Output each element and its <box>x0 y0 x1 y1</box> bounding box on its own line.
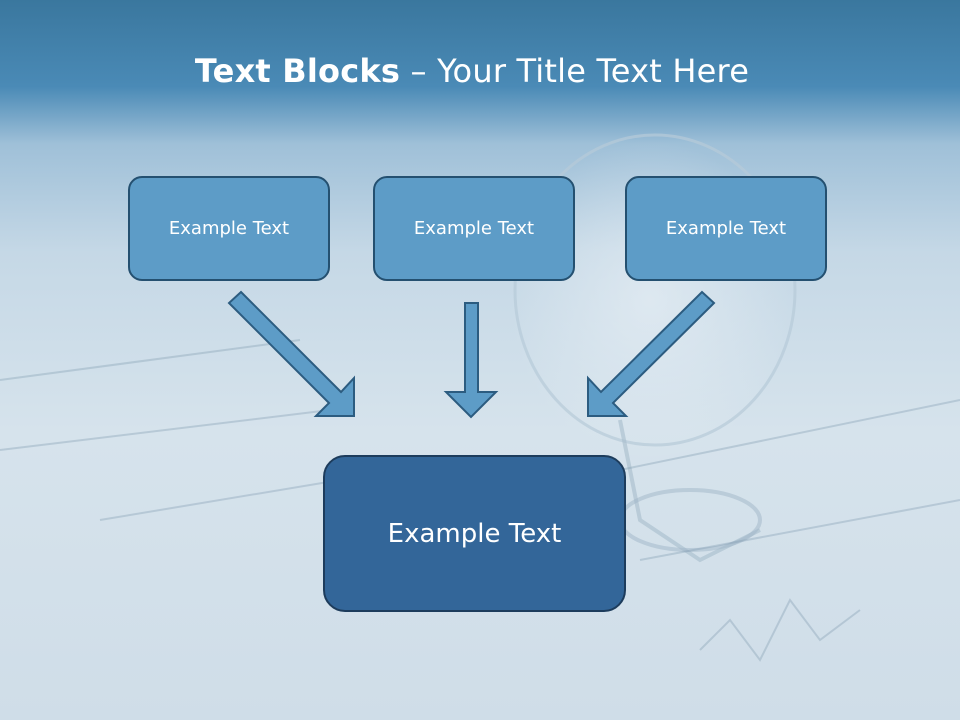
text-block-main-label: Example Text <box>387 518 562 549</box>
text-block-left[interactable]: Example Text <box>128 176 330 281</box>
page-title: Text Blocks – Your Title Text Here <box>0 52 944 90</box>
text-block-right[interactable]: Example Text <box>625 176 827 281</box>
text-block-center[interactable]: Example Text <box>373 176 575 281</box>
text-block-center-label: Example Text <box>413 218 535 239</box>
text-block-right-label: Example Text <box>665 218 787 239</box>
text-block-left-label: Example Text <box>168 218 290 239</box>
title-bold: Text Blocks <box>194 52 401 90</box>
title-rest: Your Title Text Here <box>437 52 750 90</box>
title-dash: – <box>400 52 438 90</box>
text-block-main[interactable]: Example Text <box>323 455 626 612</box>
